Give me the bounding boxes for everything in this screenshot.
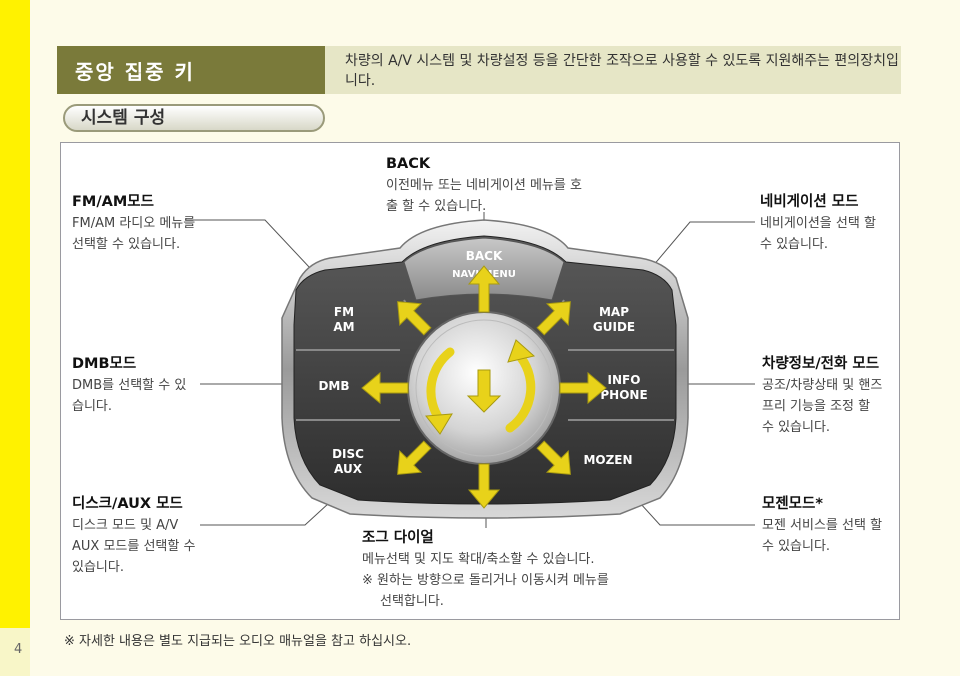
am-label: AM [333,320,354,334]
rotation-arrows-icon [426,347,536,433]
down-left-arrow-icon [397,440,432,475]
callout-fm-am: FM/AM모드 FM/AM 라디오 메뉴를 선택할 수 있습니다. [72,194,196,252]
left-arrow-icon [361,371,409,405]
callout-disc-aux: 디스크/AUX 모드 디스크 모드 및 A/V AUX 모드를 선택할 수 있습… [72,496,196,575]
up-arrow-icon [467,265,501,313]
map-label: MAP [599,305,629,319]
callout-info-phone: 차량정보/전화 모드 공조/차량상태 및 핸즈 프리 기능을 조정 할 수 있습… [762,356,883,435]
callout-jog-dial: 조그 다이얼 메뉴선택 및 지도 확대/축소할 수 있습니다. ※ 원하는 방향… [362,530,609,609]
rotate-cw-arrowhead-icon [507,339,536,363]
disc-label: DISC [332,447,364,461]
side-color-bar [0,0,30,676]
footer-note: ※ 자세한 내용은 별도 지급되는 오디오 매뉴얼을 참고 하십시오. [64,634,412,649]
right-arrow-icon [559,371,607,405]
callout-navi: 네비게이션 모드 네비게이션을 선택 할 수 있습니다. [760,194,876,252]
direction-arrows [361,265,607,509]
page-title: 중앙 집중 키 [57,46,325,94]
callout-mozen: 모젠모드* 모젠 서비스를 선택 할 수 있습니다. [762,496,883,554]
rotate-ccw-arrowhead-icon [425,413,453,435]
page-description: 차량의 A/V 시스템 및 차량설정 등을 간단한 조작으로 사용할 수 있도록… [325,46,901,94]
fm-label: FM [334,305,354,319]
aux-label: AUX [334,462,363,476]
page-number: 4 [14,642,23,657]
side-color-bar-lower [0,628,30,676]
down-right-arrow-icon [536,440,571,475]
dmb-label: DMB [318,379,349,393]
up-right-arrow-icon [536,301,571,336]
info-label: INFO [608,373,641,387]
down-arrow-icon [467,463,501,509]
callout-dmb: DMB모드 DMB를 선택할 수 있 습니다. [72,356,187,414]
callout-back: BACK 이전메뉴 또는 네비게이션 메뉴를 호 출 할 수 있습니다. [386,156,582,214]
guide-label: GUIDE [593,320,635,334]
mozen-label: MOZEN [583,453,632,467]
phone-label: PHONE [600,388,647,402]
back-label: BACK [466,249,503,263]
up-left-arrow-icon [397,301,432,336]
push-down-arrow-icon [466,369,502,413]
section-title: 시스템 구성 [63,104,325,132]
